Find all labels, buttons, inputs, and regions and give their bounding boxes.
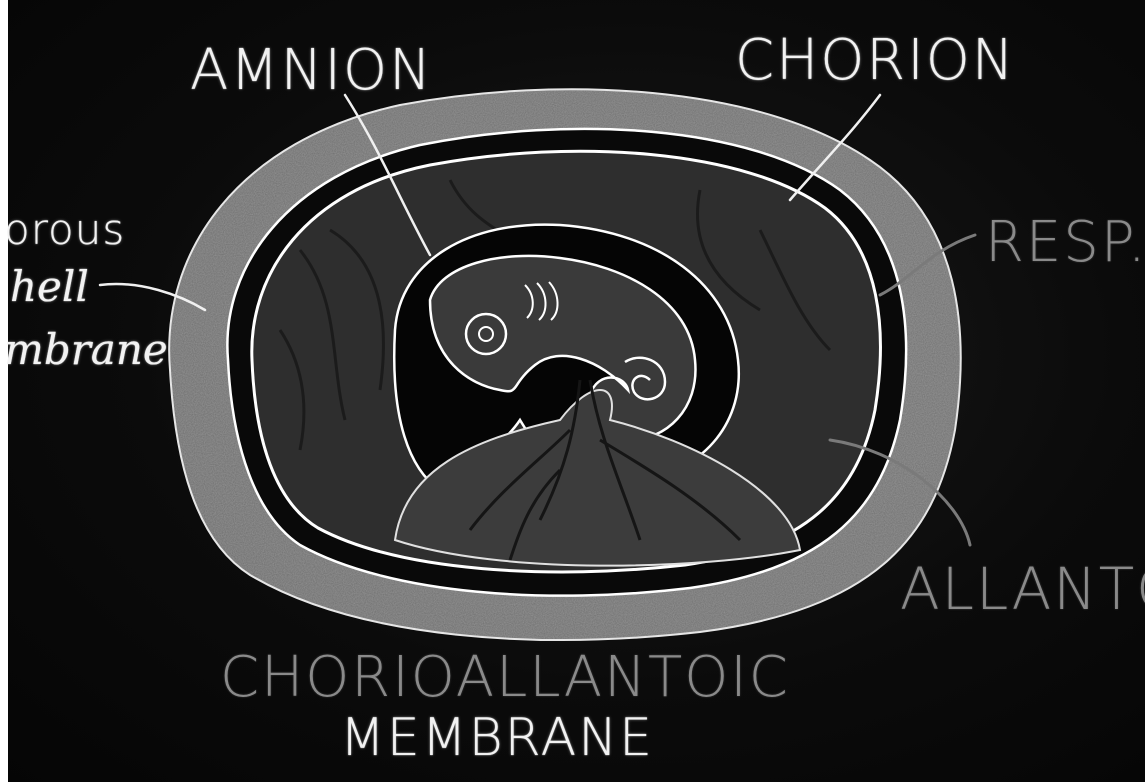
label-amnion: AMNION (190, 38, 433, 103)
label-chorion: CHORION (735, 28, 1016, 93)
label-fibrous: orous (4, 205, 125, 254)
label-membrane-bottom: MEMBRANE (340, 708, 654, 768)
label-allantois: ALLANTOIS (900, 555, 1145, 623)
label-resp: RESP. (985, 210, 1145, 275)
label-chorioallantoic: CHORIOALLANTOIC (220, 645, 790, 710)
label-shell: hell (10, 262, 89, 311)
page-edge (0, 0, 8, 782)
label-membrane-side: mbrane (4, 325, 168, 374)
